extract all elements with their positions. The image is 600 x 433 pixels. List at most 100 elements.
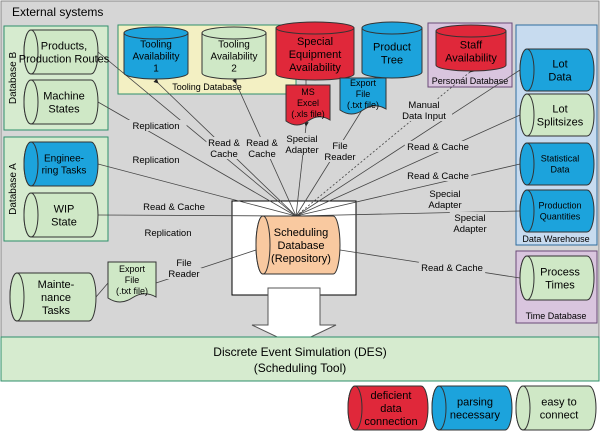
database-b-label: Database B	[8, 52, 19, 105]
des-banner-line2: (Scheduling Tool)	[254, 361, 347, 375]
data-warehouse-label: Data Warehouse	[522, 234, 589, 244]
connector-line	[295, 67, 475, 217]
label-read-cache-tool1-text: Read &	[208, 138, 240, 149]
label-read-cache-lot-text: Read & Cache	[407, 142, 469, 153]
cylinder-lot-splitsizes-text: Splitsizes	[537, 116, 584, 128]
doc-export-file-txt-text: Export	[350, 78, 377, 88]
label-special-adapter-2-text: Special	[429, 189, 460, 200]
cylinder-production-quantities-text: Production	[538, 201, 581, 211]
doc-export-file-left-text: (.txt file)	[116, 286, 148, 296]
des-banner	[0, 336, 600, 382]
label-replication-2: Replication	[125, 154, 187, 166]
cylinder-maintenance-tasks-text: Mainte-	[38, 279, 75, 291]
cylinder-special-equipment-text: Special	[297, 36, 333, 48]
cylinder-tooling-availability-2-text: Tooling	[218, 40, 250, 51]
doc-ms-excel-text: MS	[301, 87, 315, 97]
cylinder-engineering-tasks-text: Enginee-	[44, 154, 84, 165]
cylinder-lot-data-text: Data	[548, 71, 572, 83]
doc-export-file-left-text: File	[125, 275, 140, 285]
cylinder-products-production-routes-text: Production Routes	[19, 53, 110, 65]
label-file-reader-2-text: Reader	[168, 269, 199, 280]
label-special-adapter-3-text: Special	[454, 213, 485, 224]
cylinder-product-tree-text: Product	[373, 41, 411, 53]
cylinder-machine-states-text: Machine	[43, 90, 85, 102]
legend-item-2-text: connect	[540, 409, 579, 421]
database-a-label: Database A	[8, 163, 19, 215]
cylinder-engineering-tasks-text: ring Tasks	[42, 166, 87, 177]
label-manual-input-text: Data Input	[402, 111, 446, 122]
cylinder-tooling-availability-1-text: Availability	[132, 52, 179, 63]
cylinder-tooling-availability-1-text: 1	[153, 64, 159, 75]
cylinder-tooling-availability-1-text: Tooling	[140, 40, 172, 51]
cylinder-maintenance-tasks-text: nance	[41, 292, 71, 304]
label-read-cache-tool2-text: Read &	[246, 138, 278, 149]
label-replication-3-text: Replication	[145, 228, 192, 239]
label-read-cache-tool2: Read &Cache	[244, 137, 280, 160]
cylinder-machine-states-text: States	[48, 103, 80, 115]
legend-item-1-text: parsing	[457, 396, 493, 408]
des-arrow	[251, 287, 337, 346]
cylinders: Products,Production RoutesMachineStatesE…	[9, 21, 595, 322]
cylinder-wip-state-text: WIP	[54, 203, 75, 215]
cylinder-product-tree-text: Tree	[381, 54, 403, 66]
connector-line	[93, 47, 297, 217]
legend-item-1-text: necessary	[450, 409, 501, 421]
cylinder-engineering-tasks: Enginee-ring Tasks	[23, 141, 99, 187]
cylinder-process-times-text: Times	[545, 279, 575, 291]
connector-line	[93, 160, 297, 217]
cylinder-scheduling-database-text: (Repository)	[271, 253, 331, 265]
cylinder-products-production-routes-text: Products,	[41, 40, 87, 52]
legend-item-0-text: deficient	[371, 390, 412, 402]
label-read-cache-tool1-text: Cache	[210, 149, 237, 160]
cylinder-tooling-availability-2-text: Availability	[210, 52, 257, 63]
connector-line	[295, 160, 525, 217]
cylinder-special-equipment-text: Availability	[289, 62, 341, 74]
label-special-adapter-1-text: Special	[286, 134, 317, 145]
connector-line	[295, 111, 525, 217]
label-read-cache-tool1: Read &Cache	[206, 137, 242, 160]
label-read-cache-tool2-text: Cache	[248, 149, 275, 160]
label-read-cache-split: Read & Cache	[404, 170, 472, 182]
legend: deficientdataconnectionparsingnecessarye…	[347, 385, 597, 431]
doc-ms-excel-text: Excel	[297, 98, 319, 108]
label-replication-2-text: Replication	[133, 155, 180, 166]
label-file-reader-2-text: File	[176, 258, 191, 269]
cylinder-products-production-routes: Products,Production Routes	[19, 29, 110, 75]
label-special-adapter-3-text: Adapter	[453, 224, 486, 235]
connector-line	[295, 105, 367, 217]
doc-export-file-txt-text: (.txt file)	[347, 100, 379, 110]
cylinder-statistical-data-text: Statistical	[541, 154, 580, 164]
cylinder-tooling-availability-2-text: 2	[231, 64, 237, 75]
legend-item-2-text: easy to	[541, 396, 576, 408]
legend-item-0-text: connection	[364, 416, 417, 428]
label-special-adapter-1-text: Adapter	[285, 145, 318, 156]
label-replication-1: Replication	[125, 120, 187, 132]
cylinder-process-times-text: Process	[540, 266, 580, 278]
label-read-cache-lot: Read & Cache	[404, 141, 472, 153]
label-read-cache-time-text: Read & Cache	[421, 263, 483, 274]
label-file-reader-1-text: File	[332, 141, 347, 152]
time-database-label: Time Database	[526, 311, 587, 321]
cylinder-scheduling-database-text: Database	[277, 240, 324, 252]
label-read-cache-split-text: Read & Cache	[407, 171, 469, 182]
label-replication-1-text: Replication	[133, 121, 180, 132]
cylinder-production-quantities-text: Quantities	[540, 212, 581, 222]
